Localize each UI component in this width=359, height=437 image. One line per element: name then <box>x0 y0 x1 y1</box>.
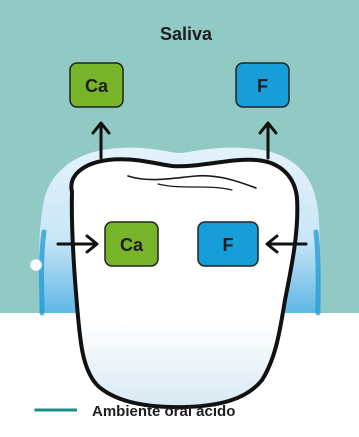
tooth-body <box>71 159 297 407</box>
inside-f-label: F <box>223 235 234 255</box>
caption-label: Ambiente oral ácido <box>92 403 235 420</box>
saliva-label: Saliva <box>160 24 213 44</box>
outside-f-label: F <box>257 76 268 96</box>
callout-dot <box>31 260 42 271</box>
outside-ca-label: Ca <box>85 76 109 96</box>
inside-ca-label: Ca <box>120 235 144 255</box>
